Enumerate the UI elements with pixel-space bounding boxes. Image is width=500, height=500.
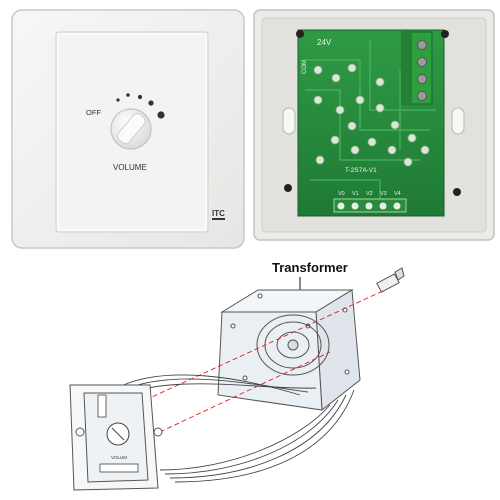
logo-text: ITC [212, 209, 225, 218]
off-label: OFF [86, 108, 101, 117]
terminal-label: V3 [380, 191, 387, 197]
terminal-label: V1 [352, 191, 359, 197]
volume-label: VOLUME [113, 163, 147, 172]
mini-volume-knob [106, 422, 130, 446]
volume-scale-dots [116, 93, 165, 119]
terminal-label: V4 [394, 191, 401, 197]
terminal-labels: V0 V1 V2 V3 V4 [338, 191, 401, 197]
com-label: COM [302, 60, 308, 74]
mounting-screw [376, 267, 405, 293]
transformer-label: Transformer [272, 260, 348, 275]
part-code: T-2S7A-V1 [345, 167, 377, 174]
pcb-screws [284, 30, 461, 196]
alignment-line [159, 351, 331, 433]
volume-knob [110, 108, 152, 150]
transformer-coil [256, 314, 330, 376]
terminal-label: V2 [366, 191, 373, 197]
solder-pads [313, 63, 430, 167]
pcb-board: 24V COM T-2S7A-V1 V0 V1 V2 V3 V4 [297, 29, 445, 217]
terminal-block [401, 31, 433, 105]
voltage-label: 24V [317, 38, 332, 47]
itc-logo: ITC [212, 209, 225, 220]
terminal-label: V0 [338, 191, 345, 197]
mini-terminal-strip [97, 394, 139, 473]
mini-volume-label: VOLUM [111, 455, 127, 460]
